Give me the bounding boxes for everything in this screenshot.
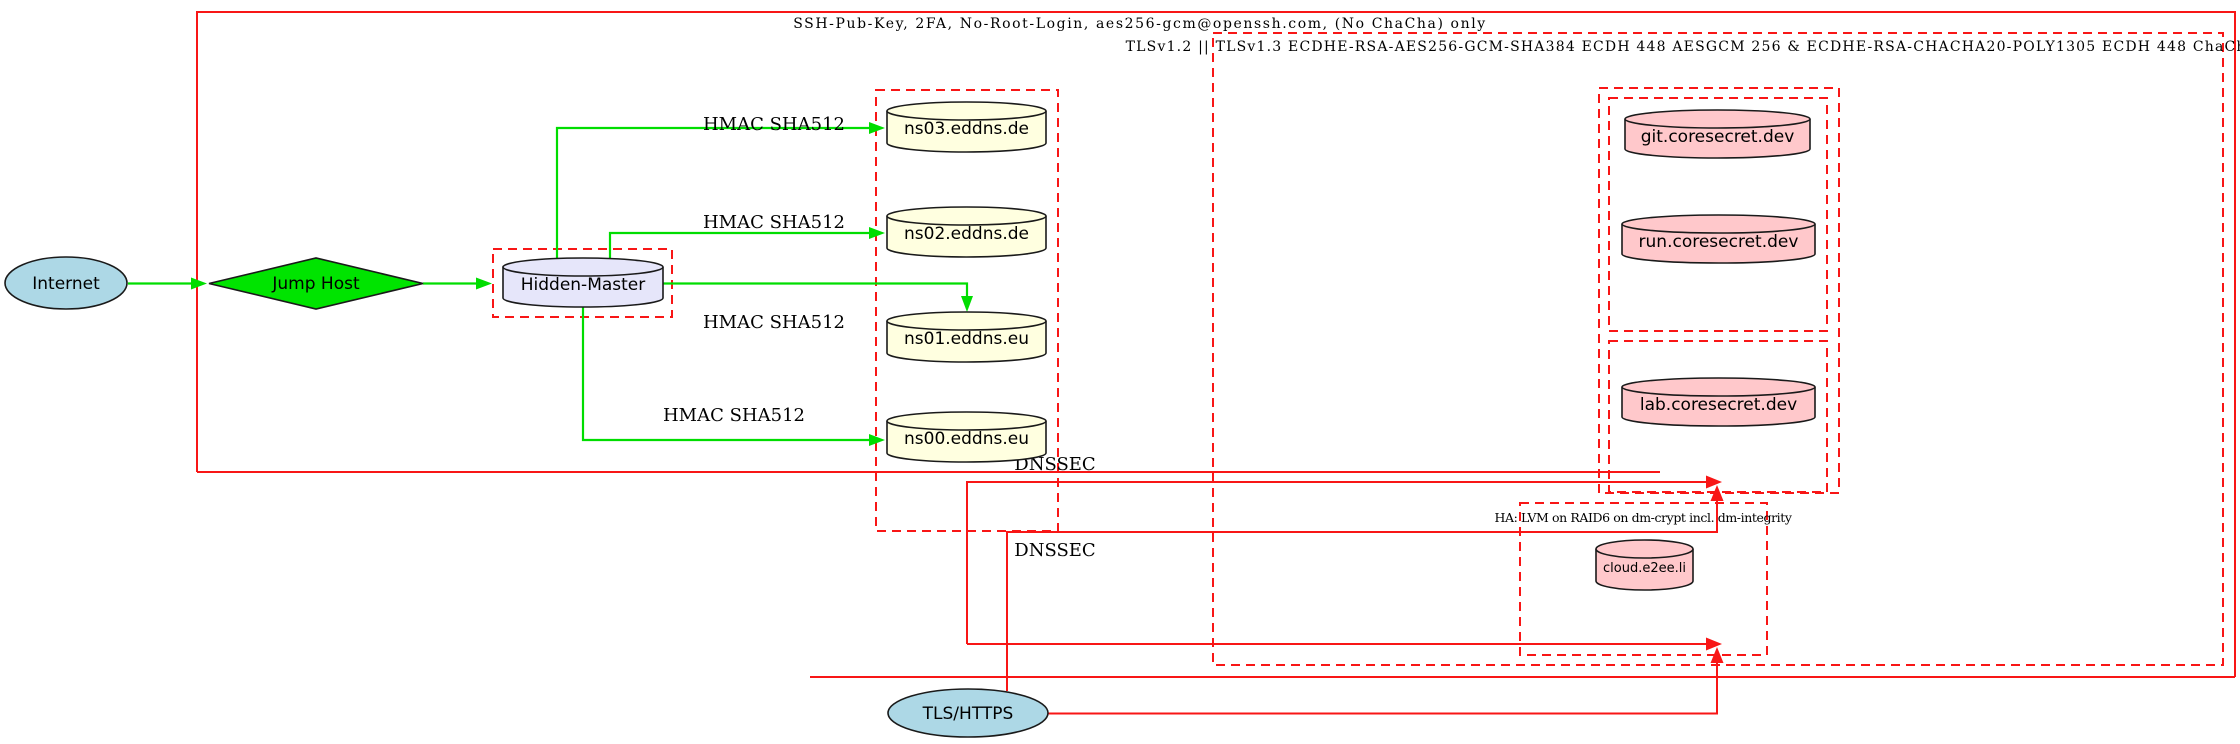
node-hidden-master-label: Hidden-Master bbox=[521, 275, 646, 295]
edge-label-hmac-ns03: HMAC SHA512 bbox=[703, 114, 845, 135]
arrowhead-hiddenmaster-ns02 bbox=[869, 227, 885, 239]
edge-label-dnssec-lower: DNSSEC bbox=[1014, 540, 1095, 561]
edge-tlshttps-ha bbox=[1047, 647, 1724, 715]
node-ns00-label: ns00.eddns.eu bbox=[904, 429, 1029, 449]
arrowhead-jumphost-hiddenmaster bbox=[476, 277, 492, 290]
node-run-label: run.coresecret.dev bbox=[1639, 232, 1799, 252]
edge-hiddenmaster-ns02 bbox=[608, 227, 885, 258]
edge-internet-jumphost bbox=[128, 277, 207, 290]
edge-label-hmac-ns02: HMAC SHA512 bbox=[703, 212, 845, 233]
arrowhead-dnssec-lower bbox=[1706, 637, 1722, 651]
arrowhead-hiddenmaster-ns00 bbox=[869, 434, 885, 446]
arrowhead-hiddenmaster-ns03 bbox=[869, 122, 885, 134]
edge-label-dnssec-upper: DNSSEC bbox=[1014, 454, 1095, 475]
cluster-ssh-border bbox=[196, 11, 2236, 677]
node-ns02: ns02.eddns.de bbox=[886, 206, 1047, 258]
node-ns00: ns00.eddns.eu bbox=[886, 411, 1047, 463]
node-git-label: git.coresecret.dev bbox=[1641, 127, 1795, 147]
node-internet-label: Internet bbox=[32, 274, 100, 294]
node-internet: Internet bbox=[4, 256, 128, 310]
edge-label-hmac-ns01: HMAC SHA512 bbox=[703, 312, 845, 333]
edge-hiddenmaster-ns01 bbox=[663, 282, 973, 312]
node-ns02-label: ns02.eddns.de bbox=[904, 224, 1029, 244]
cluster-tls-label: TLSv1.2 || TLSv1.3 ECDHE-RSA-AES256-GCM-… bbox=[1126, 39, 2240, 55]
node-ns03-label: ns03.eddns.de bbox=[904, 119, 1029, 139]
node-cloud-label: cloud.e2ee.li bbox=[1603, 561, 1686, 576]
node-hidden-master: Hidden-Master bbox=[502, 257, 664, 308]
cluster-coresecret-lab-box bbox=[1608, 340, 1828, 493]
node-lab: lab.coresecret.dev bbox=[1621, 377, 1816, 427]
arrowhead-tlshttps-ha bbox=[1710, 647, 1724, 663]
edge-dnssec-upper bbox=[966, 475, 1722, 644]
cluster-ha-label: HA: LVM on RAID6 on dm-crypt incl. dm-in… bbox=[1494, 510, 1792, 525]
node-lab-label: lab.coresecret.dev bbox=[1640, 395, 1797, 415]
cluster-ha-box bbox=[1519, 502, 1768, 656]
node-jump-host-label: Jump Host bbox=[271, 274, 360, 294]
edge-tlshttps-coresecret bbox=[1006, 485, 1724, 691]
arrowhead-internet-jumphost bbox=[191, 277, 207, 290]
cluster-ssh-label: SSH-Pub-Key, 2FA, No-Root-Login, aes256-… bbox=[793, 16, 1487, 32]
node-tls-https: TLS/HTTPS bbox=[887, 688, 1049, 738]
arrowhead-tlshttps-coresecret bbox=[1710, 485, 1724, 501]
cluster-ssh-box bbox=[196, 11, 2236, 678]
arrowhead-hiddenmaster-ns01 bbox=[961, 296, 973, 312]
node-run: run.coresecret.dev bbox=[1621, 214, 1816, 264]
edge-hiddenmaster-ns00 bbox=[581, 307, 885, 446]
node-cloud: cloud.e2ee.li bbox=[1595, 539, 1694, 591]
edge-jumphost-hiddenmaster bbox=[423, 277, 492, 290]
edge-hiddenmaster-ns03 bbox=[555, 122, 885, 258]
node-ns01: ns01.eddns.eu bbox=[886, 311, 1047, 363]
node-git: git.coresecret.dev bbox=[1624, 109, 1811, 159]
edge-dnssec-lower bbox=[967, 637, 1722, 651]
node-ns01-label: ns01.eddns.eu bbox=[904, 329, 1029, 349]
arrowhead-dnssec-upper bbox=[1706, 475, 1722, 489]
cluster-coresecret-gitrun-box bbox=[1608, 97, 1828, 332]
edge-label-hmac-ns00: HMAC SHA512 bbox=[663, 405, 805, 426]
node-tls-https-label: TLS/HTTPS bbox=[922, 704, 1014, 724]
node-jump-host: Jump Host bbox=[208, 257, 424, 310]
node-ns03: ns03.eddns.de bbox=[886, 101, 1047, 153]
